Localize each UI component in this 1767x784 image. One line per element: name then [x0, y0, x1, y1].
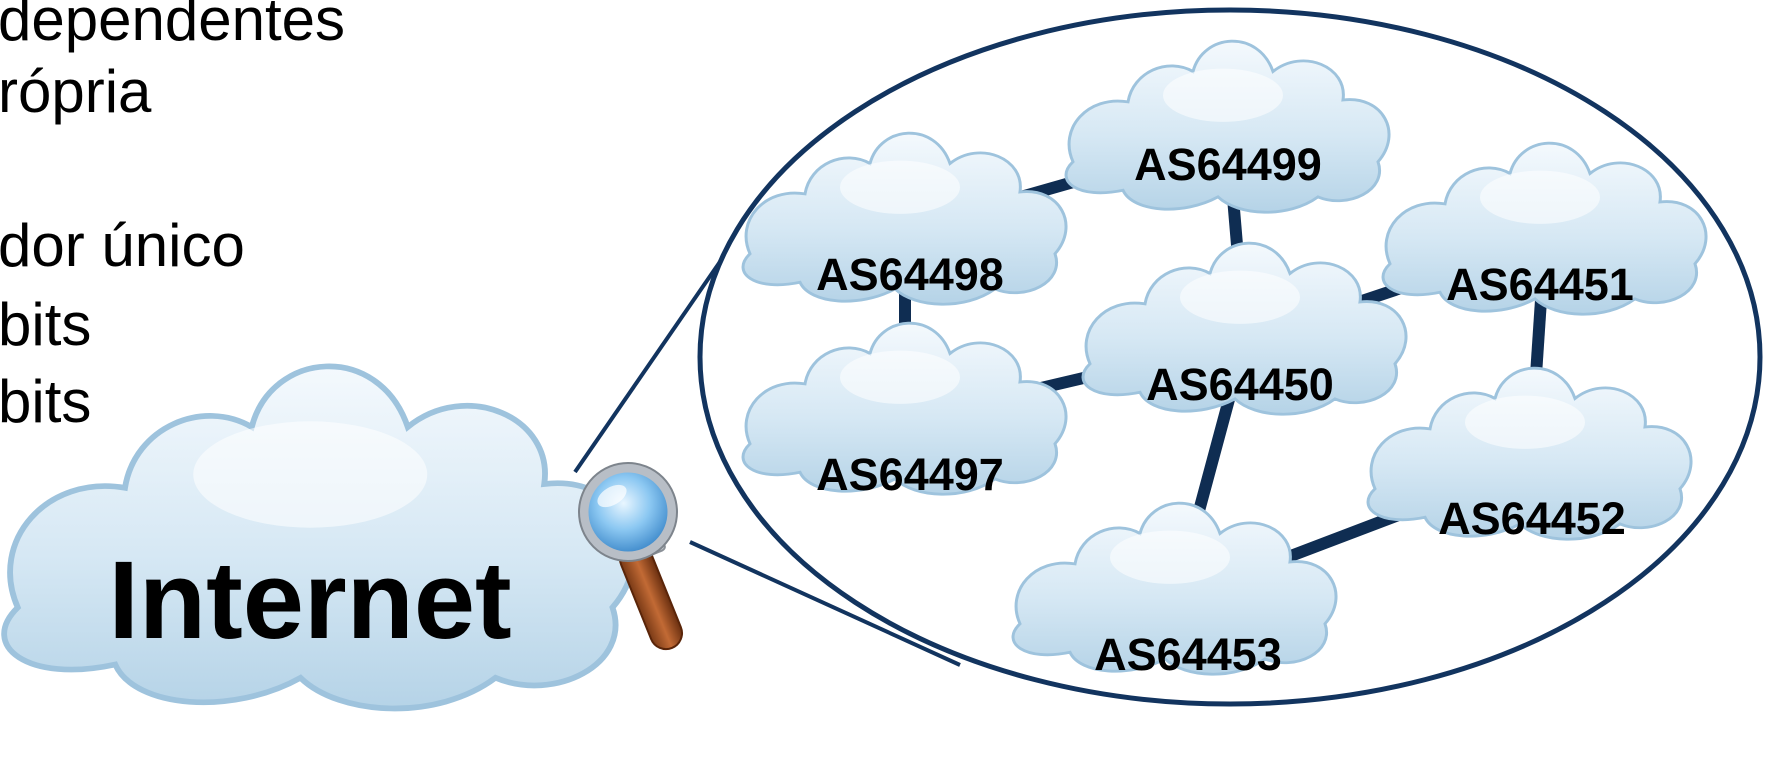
node-as64498: AS64498: [741, 131, 1068, 306]
node-as64499: AS64499: [1064, 39, 1391, 214]
slide-text-line-5: bits: [0, 368, 92, 435]
slide-text-line-4: bits: [0, 291, 92, 358]
node-label-as64452: AS64452: [1438, 493, 1626, 544]
slide-text-line-3: dor único: [0, 212, 245, 279]
node-label-as64450: AS64450: [1146, 359, 1334, 410]
node-label-as64451: AS64451: [1446, 259, 1634, 310]
callout-line-lower: [689, 540, 961, 667]
slide-text-line-2: rópria: [0, 58, 152, 125]
node-label-as64498: AS64498: [816, 249, 1004, 300]
node-label-as64453: AS64453: [1094, 629, 1282, 680]
zoom-callout-lines: [573, 238, 961, 667]
node-as64451: AS64451: [1381, 141, 1708, 316]
node-as64452: AS64452: [1366, 366, 1693, 544]
magnifying-glass-icon: [578, 462, 683, 651]
node-as64450: AS64450: [1081, 241, 1408, 416]
node-label-as64497: AS64497: [816, 449, 1004, 500]
node-as64497: AS64497: [741, 321, 1068, 500]
slide-text-line-1: dependentes: [0, 0, 345, 53]
node-as64453: AS64453: [1011, 501, 1338, 680]
callout-line-upper: [573, 238, 737, 474]
node-label-as64499: AS64499: [1134, 139, 1322, 190]
internet-label: Internet: [108, 539, 511, 662]
